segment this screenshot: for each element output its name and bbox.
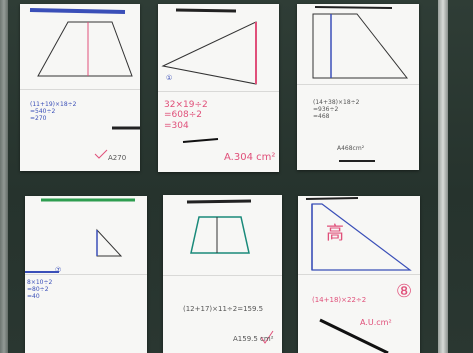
teal-trapezoid-figure <box>186 199 274 344</box>
worksheet-triangle-6: 高 ⑧ (14+18)×22÷2 A.U.cm² <box>298 196 420 353</box>
large-triangle-figure <box>305 197 412 353</box>
problem-number: ⑧ <box>396 281 413 302</box>
answer-text: A468cm² <box>337 145 365 152</box>
trapezoid-figure <box>29 8 140 159</box>
worksheet-trapezoid-3: (14+38)×18÷2 =936÷2 =468 A468cm² <box>297 4 419 170</box>
metal-rail <box>438 0 448 353</box>
answer-text: A.304 cm² <box>224 152 276 163</box>
figure-label: ⑦ <box>55 266 62 274</box>
answer-text: A.U.cm² <box>360 318 392 327</box>
work-text: (14+38)×18÷2 =936÷2 =468 <box>313 99 360 120</box>
figure-label: ① <box>166 74 173 82</box>
board-edge <box>0 0 8 353</box>
work-text: (12+17)×11÷2=159.5 <box>183 305 264 313</box>
worksheet-triangle-4: ⑦ 8×10÷2 =80÷2 =40 <box>25 196 147 353</box>
right-trapezoid-figure <box>312 6 409 162</box>
small-triangle-figure <box>25 198 135 273</box>
triangle-figure <box>161 8 257 143</box>
work-text: (14+18)×22÷2 <box>312 296 367 304</box>
work-text: 32×19÷2 =608÷2 =304 <box>164 100 208 131</box>
worksheet-trapezoid-5: (12+17)×11÷2=159.5 A159.5 cm² <box>163 195 282 353</box>
work-text: (11+19)×18÷2 =540÷2 =270 <box>30 101 77 122</box>
work-text: 8×10÷2 =80÷2 =40 <box>27 279 53 300</box>
worksheet-trapezoid-1: (11+19)×18÷2 =540÷2 =270 A270 <box>20 4 140 171</box>
answer-text: A159.5 cm² <box>233 335 274 343</box>
height-label: 高 <box>326 223 344 244</box>
answer-text: A270 <box>108 154 127 162</box>
worksheet-triangle-2: ① 32×19÷2 =608÷2 =304 A.304 cm² <box>158 4 279 172</box>
